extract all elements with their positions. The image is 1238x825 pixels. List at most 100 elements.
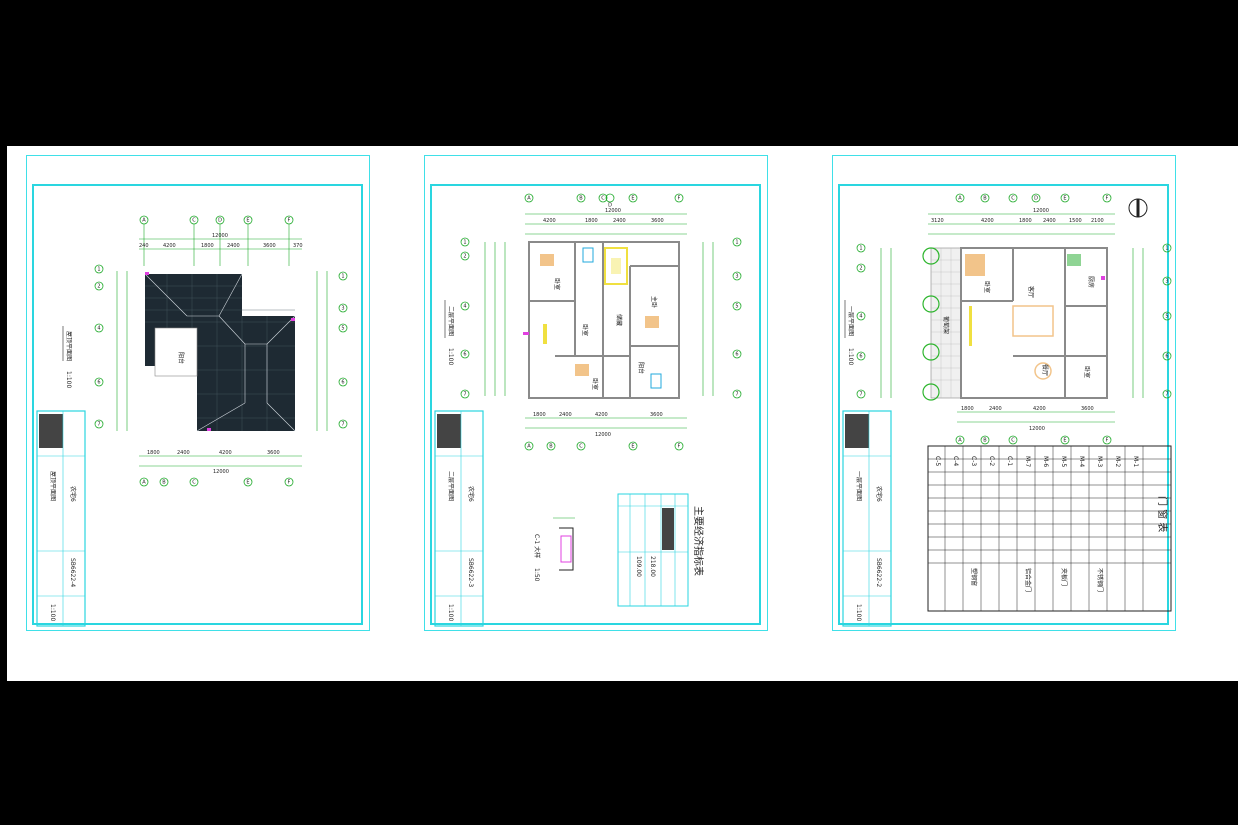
table-title: 门 窗 表 — [1156, 496, 1169, 532]
room-label: 主卧 — [650, 296, 658, 308]
svg-text:12000: 12000 — [1033, 208, 1049, 214]
drawing-canvas: A C D E F 12000 240 4200 1800 2400 3600 — [7, 146, 1238, 681]
svg-text:7: 7 — [1165, 392, 1168, 398]
svg-text:塑钢窗: 塑钢窗 — [970, 568, 978, 586]
drawing-title: 一层平面图 — [847, 306, 854, 336]
svg-text:C: C — [192, 218, 196, 224]
svg-text:C-1: C-1 — [1006, 456, 1013, 466]
sheet-roof-plan[interactable]: A C D E F 12000 240 4200 1800 2400 3600 — [26, 155, 370, 631]
svg-text:1: 1 — [97, 267, 100, 273]
svg-text:3600: 3600 — [1081, 406, 1094, 412]
sheet-second-floor-plan[interactable]: A B C D E F 12000 4200 1800 2400 3600 1 — [424, 155, 768, 631]
table-title: 主要经济指标表 — [692, 506, 705, 576]
svg-text:1:50: 1:50 — [533, 568, 540, 582]
svg-text:B: B — [983, 438, 987, 444]
room-label: 卧室 — [983, 281, 991, 293]
svg-text:1500: 1500 — [1069, 218, 1082, 224]
svg-text:4200: 4200 — [219, 450, 232, 456]
svg-text:4: 4 — [97, 326, 100, 332]
sheet-frame — [838, 184, 1169, 625]
svg-text:C-4: C-4 — [952, 456, 959, 466]
roof-shape: 阳台 — [144, 272, 296, 432]
svg-text:E: E — [1063, 438, 1066, 444]
svg-text:5: 5 — [735, 304, 738, 310]
sheet-frame — [32, 184, 363, 625]
svg-text:F: F — [678, 196, 681, 202]
svg-text:4200: 4200 — [1033, 406, 1046, 412]
svg-text:1800: 1800 — [585, 218, 598, 224]
svg-text:1: 1 — [463, 240, 466, 246]
svg-text:F: F — [288, 218, 291, 224]
room-label: 卧室 — [553, 278, 561, 290]
svg-text:6: 6 — [97, 380, 100, 386]
door-window-table: C-5 C-4 C-3 C-2 C-1 M-7 M-6 M-5 M-4 M-3 … — [927, 445, 1172, 612]
svg-text:2400: 2400 — [989, 406, 1002, 412]
svg-text:2400: 2400 — [227, 243, 240, 249]
first-floor-drawing: A B C D E F 12000 3120 4200 1800 2400 15… — [842, 193, 1172, 627]
svg-text:2: 2 — [859, 266, 862, 272]
drawing-number: SB6622-2 — [875, 558, 882, 587]
svg-text:1800: 1800 — [1019, 218, 1032, 224]
title-block: 农宅6 一层平面图 SB6622-2 1:100 — [842, 410, 892, 627]
svg-text:1: 1 — [859, 246, 862, 252]
room-label-balcony: 阳台 — [177, 352, 185, 364]
svg-text:F: F — [1106, 196, 1109, 202]
svg-text:A: A — [527, 196, 531, 202]
svg-text:C: C — [601, 196, 605, 202]
room-label: 卧室 — [591, 378, 599, 390]
svg-text:C-5: C-5 — [934, 456, 941, 466]
svg-text:1: 1 — [341, 274, 344, 280]
room-label: 厨房 — [1087, 276, 1095, 288]
svg-text:6: 6 — [859, 354, 862, 360]
svg-text:E: E — [1063, 196, 1066, 202]
svg-text:1800: 1800 — [201, 243, 214, 249]
svg-text:5: 5 — [1165, 314, 1168, 320]
svg-text:F: F — [678, 444, 681, 450]
drawing-scale: 1:100 — [447, 348, 454, 365]
second-floor-drawing: A B C D E F 12000 4200 1800 2400 3600 1 — [434, 193, 742, 627]
svg-text:A: A — [527, 444, 531, 450]
svg-text:2: 2 — [97, 284, 100, 290]
room-label: 卧室 — [1083, 366, 1091, 378]
svg-text:4200: 4200 — [981, 218, 994, 224]
svg-text:A: A — [142, 480, 146, 486]
svg-text:1:100: 1:100 — [49, 604, 56, 621]
svg-text:B: B — [579, 196, 583, 202]
svg-text:2: 2 — [463, 254, 466, 260]
svg-text:12000: 12000 — [1029, 426, 1045, 432]
svg-text:B: B — [983, 196, 987, 202]
svg-text:B: B — [162, 480, 166, 486]
svg-text:7: 7 — [97, 422, 100, 428]
svg-text:E: E — [631, 196, 634, 202]
sheet-first-floor-plan[interactable]: A B C D E F 12000 3120 4200 1800 2400 15… — [832, 155, 1176, 631]
svg-text:D: D — [1034, 196, 1038, 202]
svg-text:M-5: M-5 — [1060, 456, 1067, 467]
drawing-number: SB6622-4 — [69, 558, 76, 587]
drawing-scale: 1:100 — [65, 371, 72, 388]
svg-text:E: E — [246, 218, 249, 224]
svg-text:6: 6 — [1165, 354, 1168, 360]
svg-text:1800: 1800 — [147, 450, 160, 456]
svg-text:D: D — [218, 218, 222, 224]
drawing-scale: 1:100 — [847, 348, 854, 365]
svg-text:D: D — [608, 203, 612, 209]
svg-text:M-7: M-7 — [1024, 456, 1031, 467]
svg-text:370: 370 — [293, 243, 303, 249]
project-name: 农宅6 — [467, 486, 475, 502]
roof-plan-drawing: A C D E F 12000 240 4200 1800 2400 3600 — [36, 215, 348, 627]
svg-text:铝合金门: 铝合金门 — [1024, 568, 1032, 592]
room-label: 卧室 — [581, 324, 589, 336]
svg-text:12000: 12000 — [213, 469, 229, 475]
svg-text:1800: 1800 — [961, 406, 974, 412]
room-label: 阳台 — [637, 362, 645, 374]
svg-text:F: F — [288, 480, 291, 486]
svg-text:1:100: 1:100 — [447, 604, 454, 621]
svg-text:C: C — [1011, 438, 1015, 444]
svg-text:7: 7 — [463, 392, 466, 398]
svg-text:1800: 1800 — [533, 412, 546, 418]
title-block: 农宅6 屋顶平面图 SB6622-4 1:100 — [36, 410, 86, 627]
drawing-title: 二层平面图 — [447, 306, 454, 336]
svg-text:6: 6 — [341, 380, 344, 386]
svg-text:2400: 2400 — [1043, 218, 1056, 224]
svg-text:屋顶平面图: 屋顶平面图 — [49, 471, 56, 501]
